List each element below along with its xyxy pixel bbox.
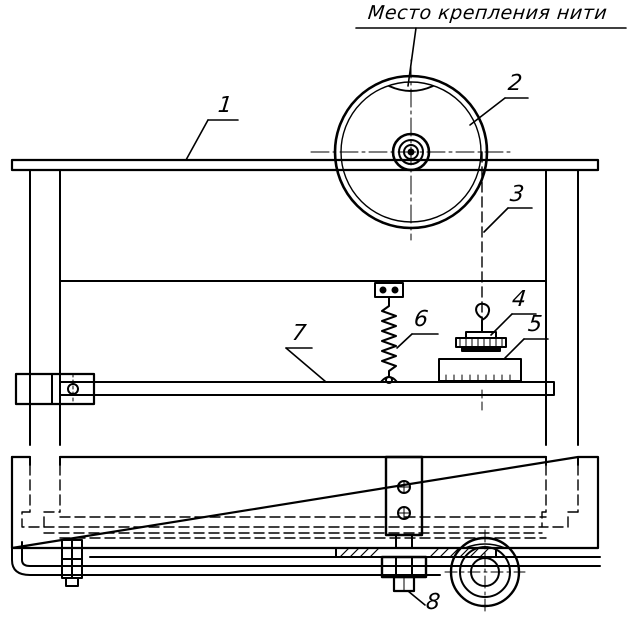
callout-5: 5 — [526, 312, 544, 337]
left-leg — [29, 169, 61, 446]
spring — [374, 282, 404, 384]
clamp-bolts — [61, 539, 83, 587]
right-leg — [545, 169, 579, 446]
callout-1: 1 — [216, 93, 234, 118]
leader-8 — [407, 590, 426, 606]
callout-2: 2 — [506, 71, 524, 96]
spring-bracket — [384, 455, 424, 549]
weight — [455, 302, 507, 352]
section-hatching — [335, 547, 497, 558]
callout-7: 7 — [290, 321, 308, 346]
lever-arm — [59, 381, 555, 396]
top-view — [10, 455, 601, 613]
table-top-plate — [10, 158, 600, 172]
pulley — [310, 59, 512, 241]
leader-lines — [185, 27, 627, 383]
callout-4: 4 — [510, 287, 528, 312]
frame-outline — [10, 455, 600, 550]
pulley-top — [444, 529, 526, 613]
thread-attachment-label: Место крепления нити — [366, 2, 609, 24]
hidden-lines — [21, 464, 579, 539]
pivot-clamp — [14, 372, 96, 406]
callout-6: 6 — [412, 307, 430, 332]
nut — [380, 555, 428, 593]
front-view — [10, 27, 627, 446]
callout-8: 8 — [424, 590, 442, 615]
callout-3: 3 — [508, 182, 526, 207]
scale-platform — [438, 358, 522, 382]
